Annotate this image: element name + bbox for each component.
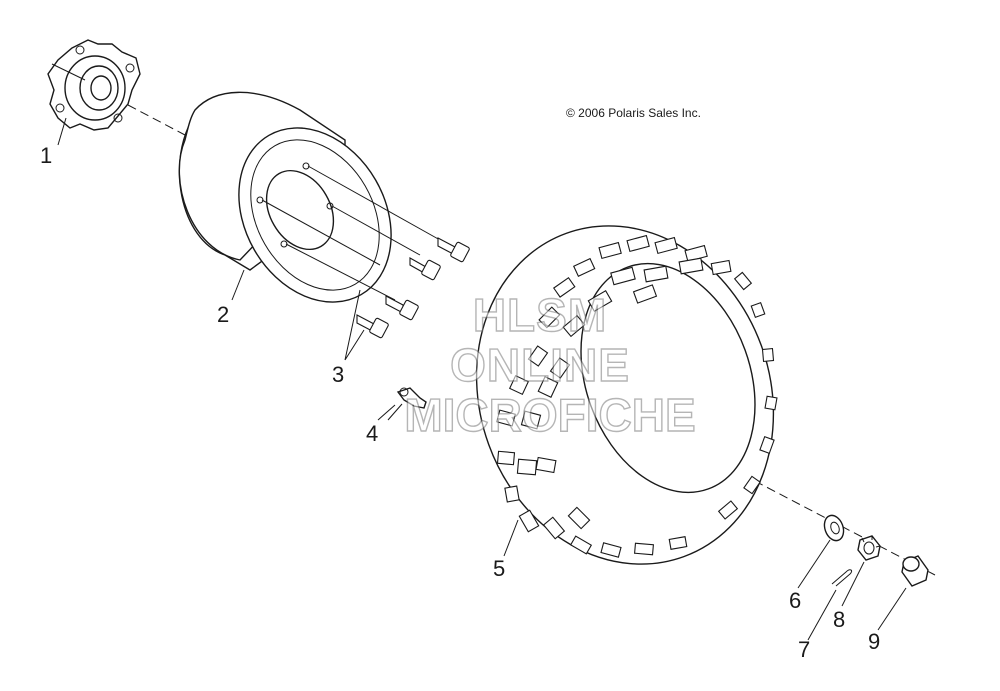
leader-4 <box>377 404 396 421</box>
leader-2 <box>231 269 245 301</box>
callout-2: 2 <box>217 302 229 327</box>
valve-stem[interactable] <box>387 387 427 421</box>
axis-line-hub-to-rim <box>127 104 186 136</box>
bolt-4 <box>356 314 389 339</box>
bolt-1 <box>437 237 470 263</box>
tire-tread-pattern <box>496 234 778 558</box>
leader-6 <box>797 539 831 589</box>
cotter-pin[interactable] <box>831 569 853 587</box>
leader-3 <box>344 289 365 361</box>
bolt-3 <box>385 295 419 321</box>
leader-8 <box>841 561 865 607</box>
bolt-2 <box>409 257 441 281</box>
castle-nut[interactable] <box>857 535 881 561</box>
callout-3: 3 <box>332 362 344 387</box>
wheel-rim[interactable] <box>178 91 441 329</box>
watermark-line-1: HLSM <box>472 289 608 341</box>
watermark-line-2: ONLINE <box>449 339 630 391</box>
wheel-bolts[interactable] <box>356 237 470 339</box>
callout-1: 1 <box>40 143 52 168</box>
leader-9 <box>877 587 907 631</box>
watermark-line-3: MICROFICHE <box>404 389 697 441</box>
leader-1 <box>57 117 67 146</box>
callout-7: 7 <box>798 637 810 662</box>
leader-7 <box>807 589 837 641</box>
callout-5: 5 <box>493 556 505 581</box>
tire[interactable] <box>430 184 820 606</box>
hub[interactable] <box>47 39 141 131</box>
copyright-notice: © 2006 Polaris Sales Inc. <box>566 106 701 120</box>
washer[interactable] <box>821 513 847 544</box>
callout-9: 9 <box>868 629 880 654</box>
callout-6: 6 <box>789 588 801 613</box>
hub-cap[interactable] <box>901 555 929 587</box>
callout-4: 4 <box>366 421 378 446</box>
leader-5 <box>503 519 519 557</box>
callout-8: 8 <box>833 607 845 632</box>
